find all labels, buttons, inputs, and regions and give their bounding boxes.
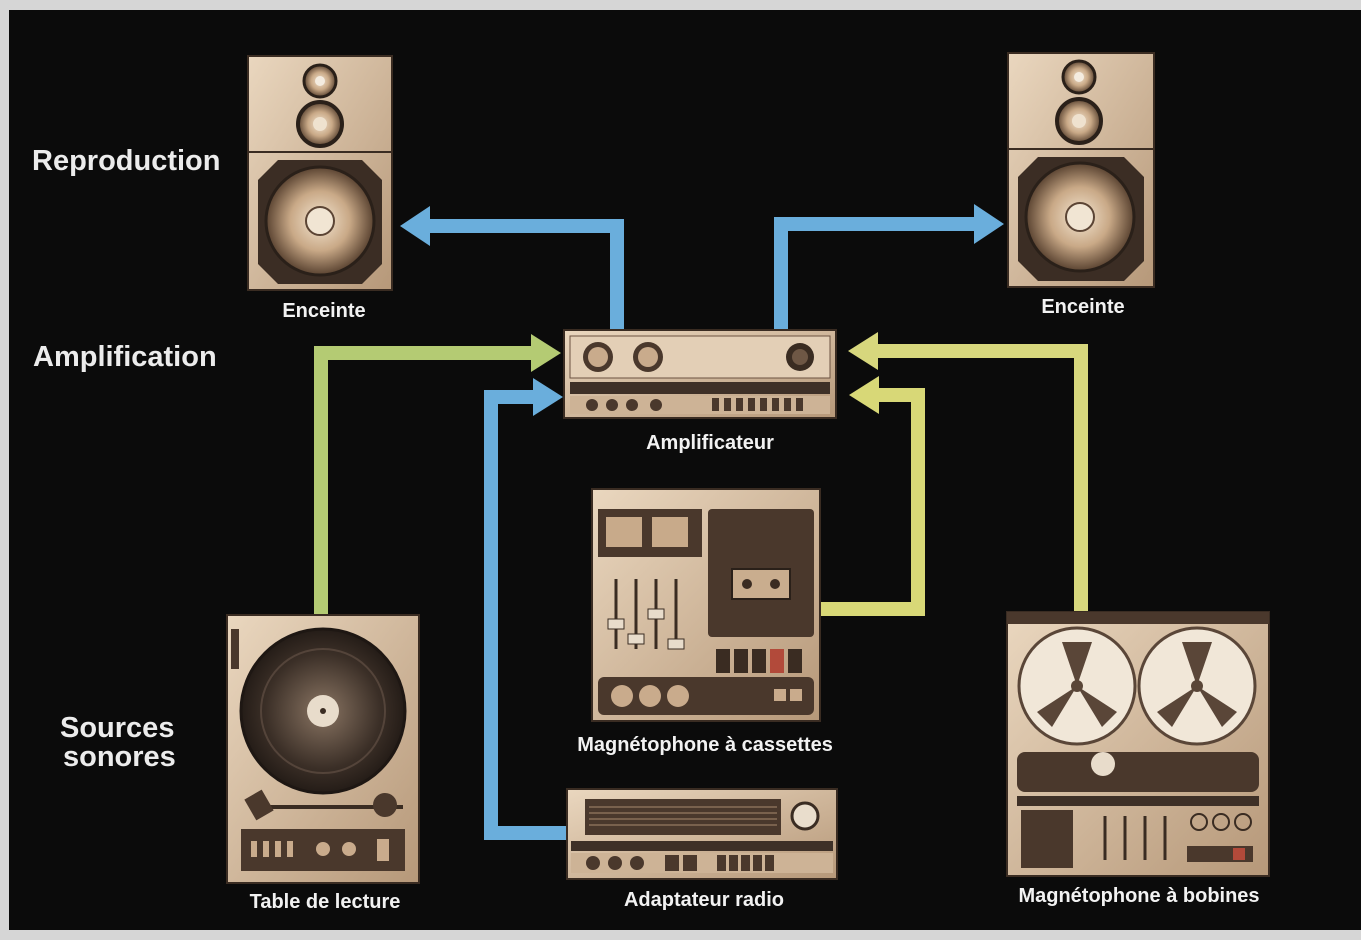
caption-left-speaker: Enceinte (282, 300, 366, 322)
caption-radio-tuner: Adaptateur radio (623, 889, 785, 911)
caption-right-speaker: Enceinte (1041, 296, 1125, 318)
radio-tuner (566, 788, 838, 880)
arrow-amplifier-to-right-speaker (774, 217, 978, 332)
cassette-deck (591, 488, 821, 722)
caption-turntable: Table de lecture (249, 891, 401, 913)
arrowhead-cassette (849, 376, 879, 414)
section-label-sources-line1: Sources (60, 712, 175, 744)
section-label-reproduction: Reproduction (32, 145, 221, 177)
right-speaker (1007, 52, 1155, 288)
left-speaker (247, 55, 393, 291)
arrow-tuner-to-amplifier (484, 390, 567, 840)
arrow-cassette-to-amplifier (820, 388, 925, 616)
bottom-edge (9, 930, 1361, 936)
section-label-amplification: Amplification (33, 341, 217, 373)
arrow-turntable-to-amplifier (314, 346, 535, 615)
arrow-amplifier-to-left-speaker (425, 219, 624, 332)
arrowhead-reel (848, 332, 878, 370)
arrowhead-turntable (531, 334, 561, 372)
turntable (226, 614, 420, 884)
arrowhead-right-speaker (974, 204, 1004, 244)
amplifier (563, 329, 837, 419)
arrow-reel-to-amplifier (874, 344, 1088, 612)
caption-reel-to-reel: Magnétophone à bobines (1018, 885, 1260, 907)
section-label-sources-line2: sonores (63, 741, 176, 773)
arrowhead-left-speaker (400, 206, 430, 246)
caption-cassette-deck: Magnétophone à cassettes (577, 734, 833, 756)
arrowhead-tuner (533, 378, 563, 416)
caption-amplifier: Amplificateur (646, 432, 774, 454)
reel-to-reel-recorder (1006, 611, 1270, 877)
